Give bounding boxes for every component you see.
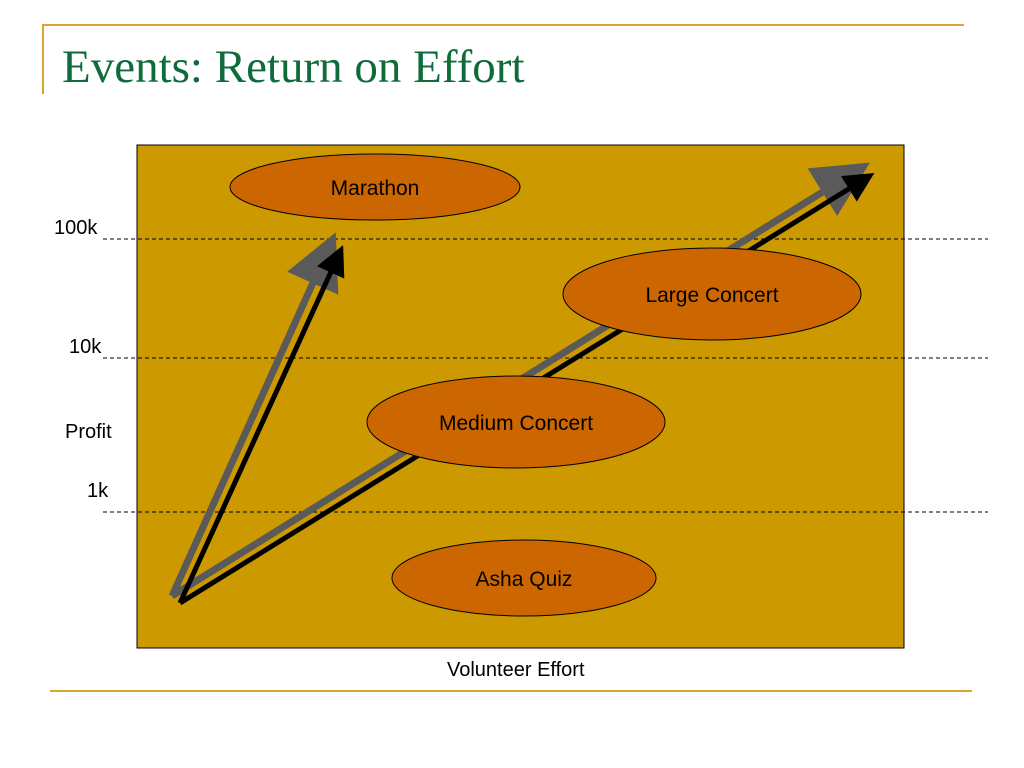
event-medium-concert-label: Medium Concert [439, 412, 593, 435]
frame-top-rule [42, 24, 964, 26]
event-asha-quiz-label: Asha Quiz [476, 568, 573, 591]
x-axis-label: Volunteer Effort [447, 659, 585, 681]
frame-left-rule [42, 24, 44, 94]
slide-title: Events: Return on Effort [62, 41, 525, 93]
event-asha-quiz: Asha Quiz [391, 539, 657, 617]
event-large-concert: Large Concert [562, 247, 862, 341]
arrow-marathon-shadow [168, 232, 339, 598]
event-marathon: Marathon [229, 153, 521, 221]
y-tick-1k: 1k [87, 480, 109, 502]
bottom-rule [50, 690, 972, 692]
y-tick-100k: 100k [54, 217, 98, 239]
y-axis-label: Profit [65, 421, 112, 443]
event-medium-concert: Medium Concert [366, 375, 666, 469]
event-large-concert-label: Large Concert [645, 284, 778, 307]
arrow-marathon [177, 245, 345, 605]
event-marathon-label: Marathon [331, 177, 420, 200]
y-tick-10k: 10k [69, 336, 102, 358]
